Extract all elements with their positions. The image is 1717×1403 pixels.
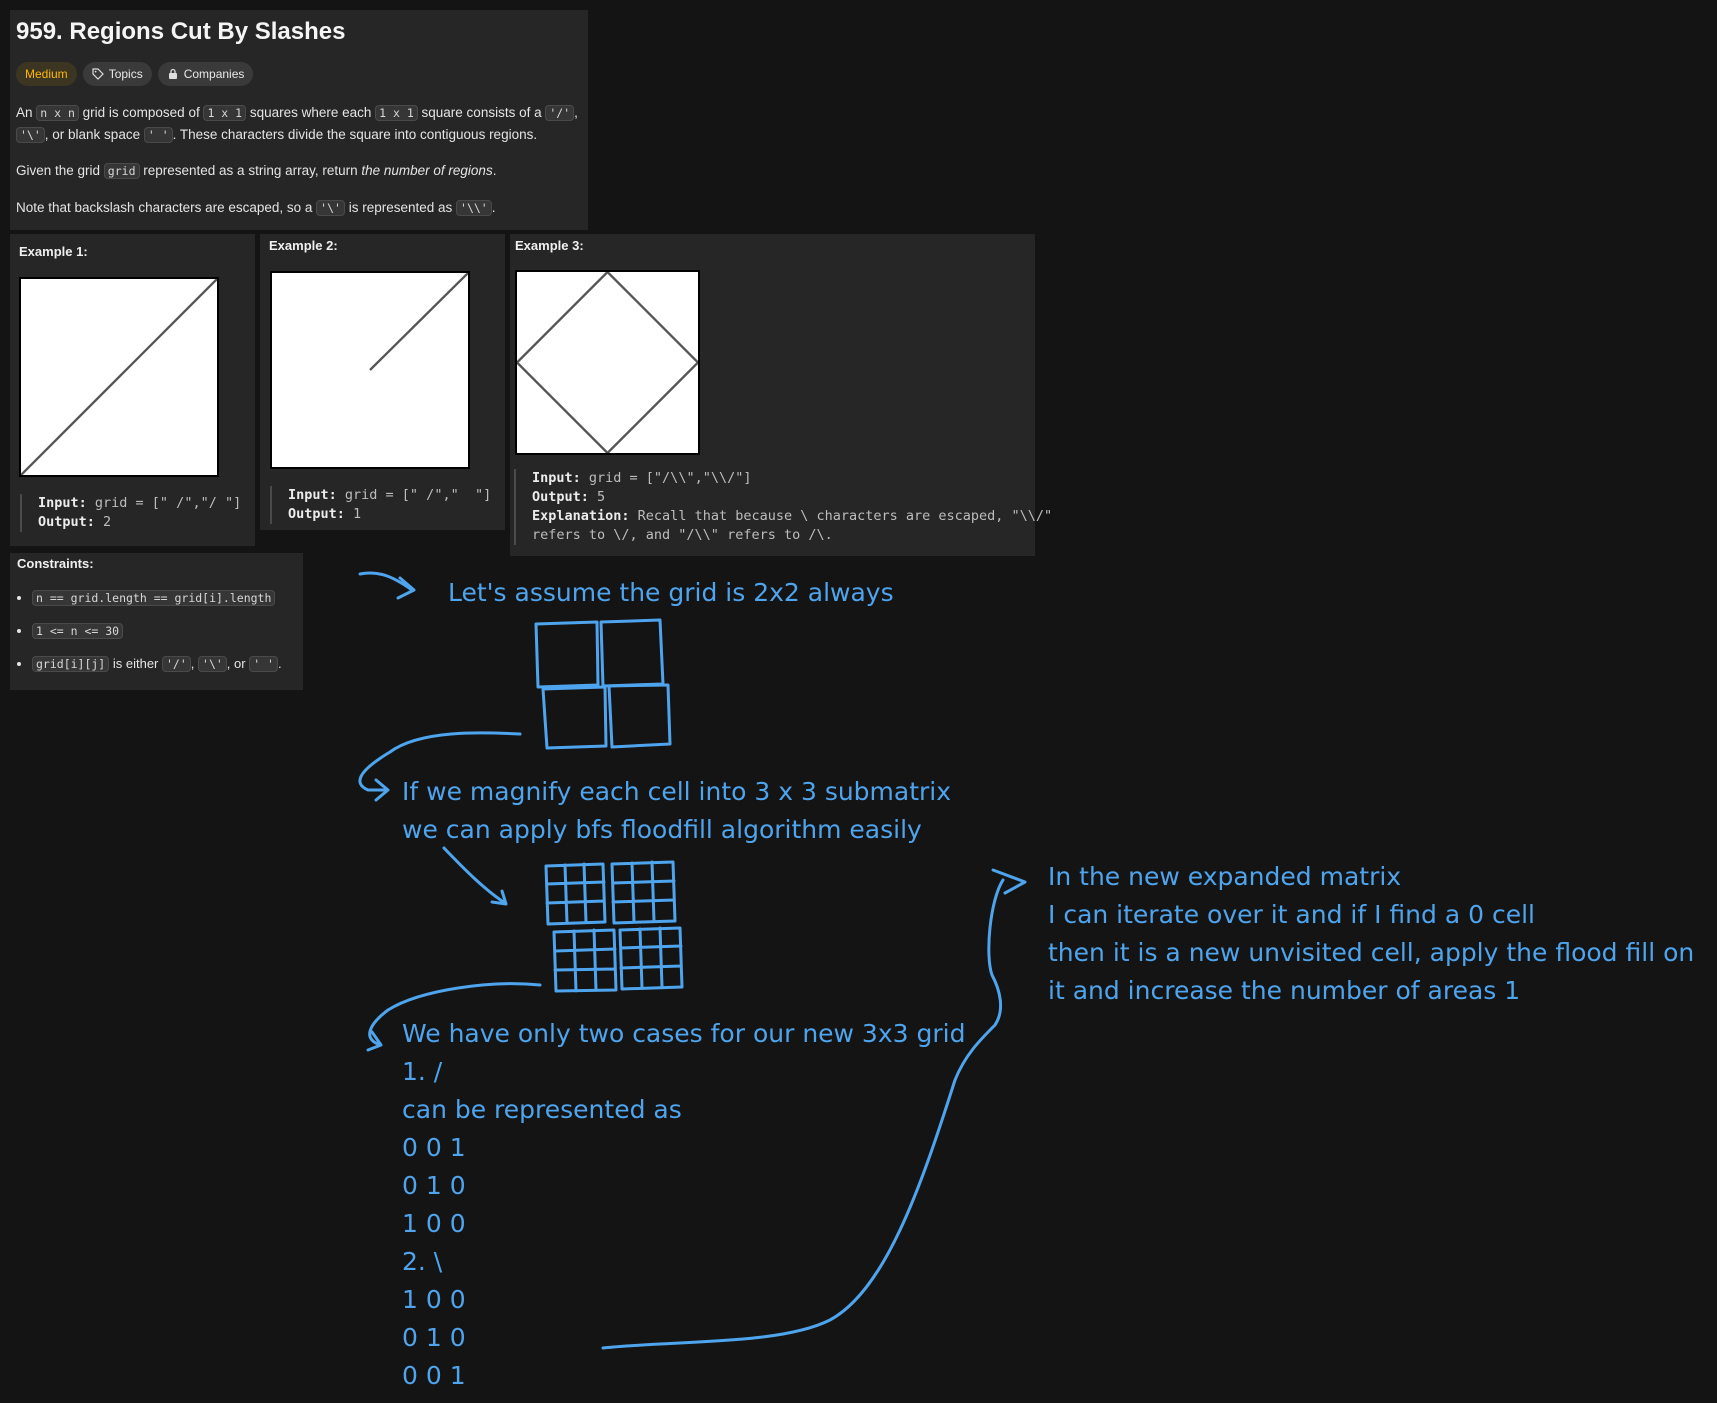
arrow-3 [442,846,508,906]
sketch-grid-2x2 [534,618,672,750]
tag-icon [92,68,104,80]
constraints-list: n == grid.length == grid[i].length 1 <= … [14,587,282,686]
companies-button[interactable]: Companies [157,62,254,86]
note-magnify: If we magnify each cell into 3 x 3 subma… [402,777,952,844]
description-paragraph-1: An n x n grid is composed of 1 x 1 squar… [16,105,578,143]
arrow-5 [601,868,1027,1350]
example-1-io: Input: grid = [" /","/ "] Output: 2 [20,494,241,532]
example-2-label: Example 2: [269,238,338,253]
example-3-io: Input: grid = ["/\\","\\/"] Output: 5 Ex… [514,469,1052,545]
arrow-1 [358,571,416,600]
example-1-panel: Example 1: Input: grid = [" /","/ "] Out… [10,234,255,546]
problem-title: 959. Regions Cut By Slashes [16,18,346,45]
example-2-io: Input: grid = [" /"," "] Output: 1 [270,486,491,524]
topics-label: Topics [108,67,143,81]
companies-label: Companies [183,67,245,81]
constraints-panel: Constraints: n == grid.length == grid[i]… [10,553,303,690]
example-2-panel: Example 2: Input: grid = [" /"," "] Outp… [260,234,505,530]
constraint-item: grid[i][j] is either '/', '\', or ' '. [32,653,282,686]
example-3-image [515,270,700,455]
topics-button[interactable]: Topics [82,62,152,86]
lock-icon [168,68,177,79]
example-3-label: Example 3: [515,238,584,253]
constraint-item: n == grid.length == grid[i].length [32,587,282,620]
example-2-image [270,271,470,469]
difficulty-badge[interactable]: Medium [16,62,77,86]
note-expanded-matrix: In the new expanded matrix I can iterate… [1048,862,1695,1005]
tag-bar: Medium Topics Companies [16,62,254,86]
arrow-2 [358,731,522,802]
constraint-item: 1 <= n <= 30 [32,620,282,653]
example-3-panel: Example 3: Input: grid = ["/\\","\\/"] O… [510,234,1052,556]
example-1-image [19,277,219,477]
constraints-label: Constraints: [17,556,94,571]
example-1-label: Example 1: [19,244,88,259]
arrow-4 [366,982,542,1052]
note-assume-2x2: Let's assume the grid is 2x2 always [448,578,894,607]
description-paragraph-2: Given the grid grid represented as a str… [16,163,497,179]
sketch-grid-magnified [544,860,684,993]
problem-description-panel: 959. Regions Cut By Slashes Medium Topic… [10,10,588,230]
description-paragraph-3: Note that backslash characters are escap… [16,200,496,216]
note-two-cases: We have only two cases for our new 3x3 g… [402,1019,966,1390]
